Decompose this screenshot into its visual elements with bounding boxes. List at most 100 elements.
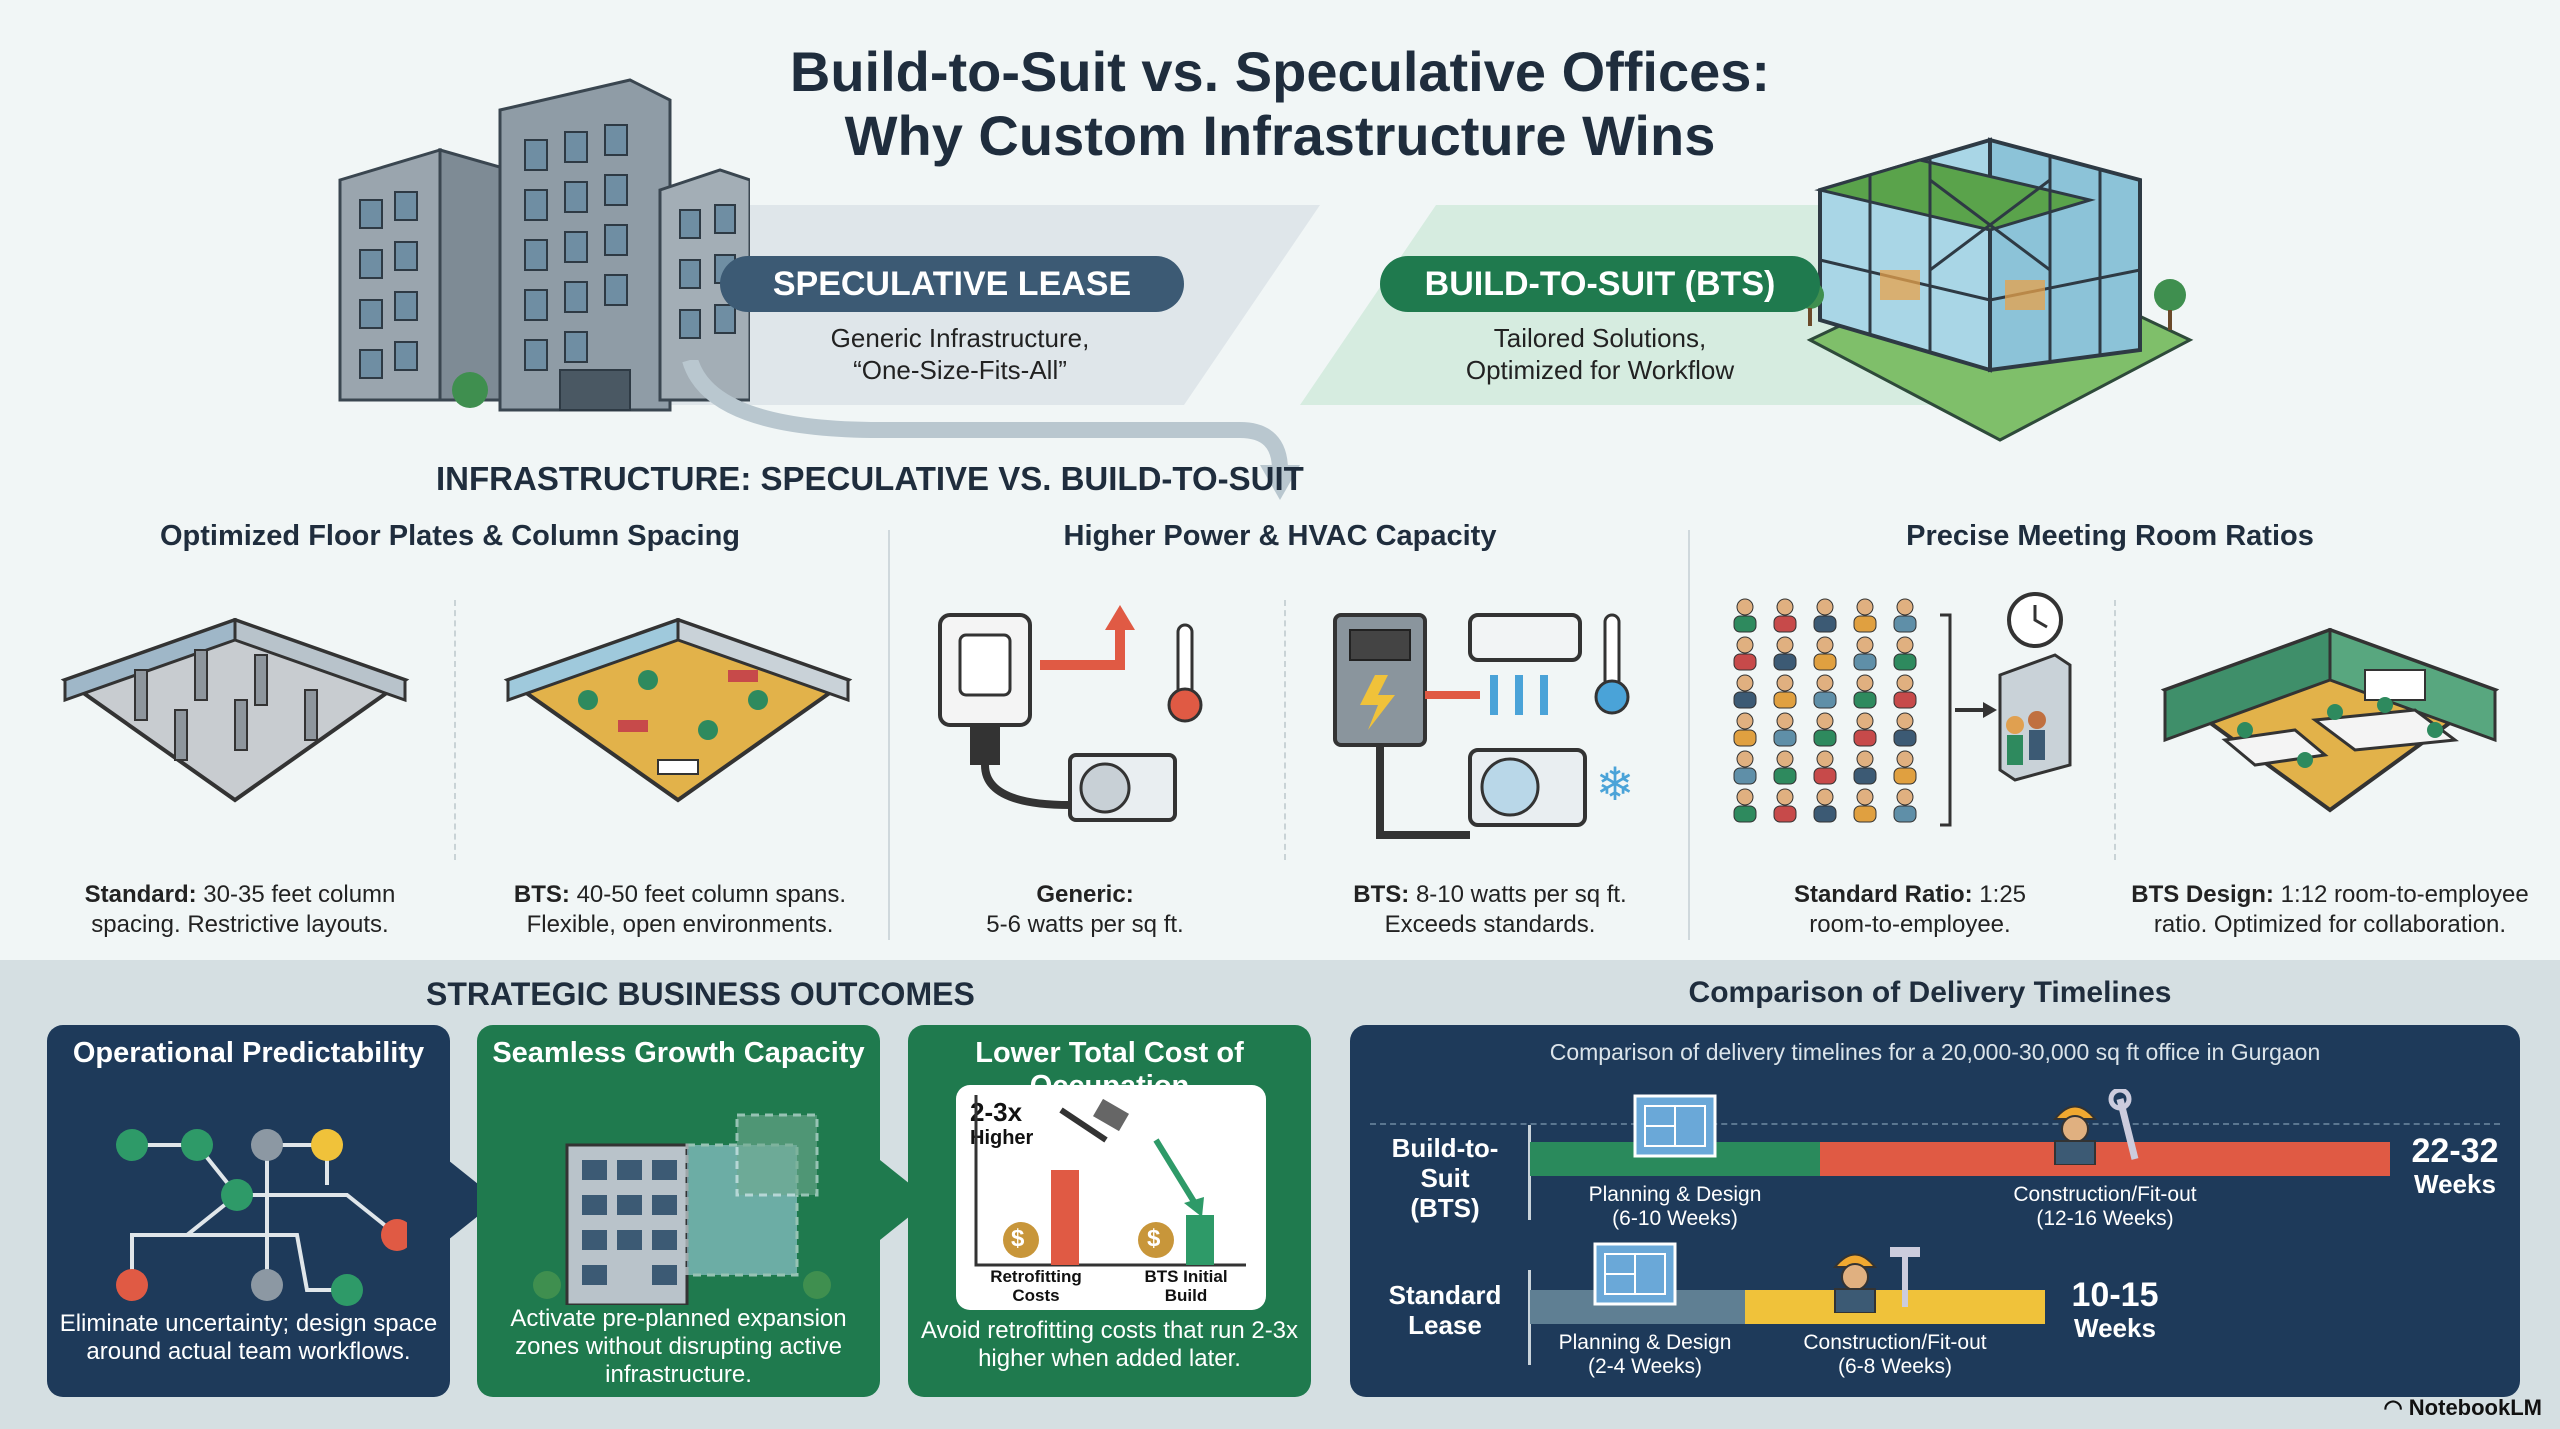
construction-worker-icon xyxy=(2052,1089,2139,1165)
flow-arrow-icon xyxy=(682,360,1300,500)
expansion-building-icon xyxy=(533,1113,831,1305)
caption-standard-ratio: Standard Ratio: 1:25 room-to-employee. xyxy=(1710,880,2110,940)
money-bag-icon: $ xyxy=(1147,1225,1161,1252)
notebooklm-icon: ◠ xyxy=(2383,1395,2409,1420)
row-label-bts: Build-to-Suit (BTS) xyxy=(1370,1133,1520,1223)
phase-label: Construction/Fit-out xyxy=(2013,1183,2197,1206)
blueprint-icon xyxy=(1633,1094,1717,1158)
person-icon xyxy=(1856,712,1874,730)
person-icon xyxy=(1776,636,1794,654)
speculative-lease-label: SPECULATIVE LEASE xyxy=(720,256,1184,312)
person-icon xyxy=(1776,788,1794,806)
workflow-diagram-icon xyxy=(116,1129,407,1306)
outcome-card-cost: Lower Total Cost of Occupation 2-3x High… xyxy=(908,1025,1311,1397)
person-icon xyxy=(1816,636,1834,654)
person-body xyxy=(1893,767,1917,785)
person-body xyxy=(1733,653,1757,671)
phase-duration: (6-8 Weeks) xyxy=(1838,1355,1952,1378)
caption-bold: Standard Ratio: xyxy=(1793,881,1973,908)
phase-duration: (6-10 Weeks) xyxy=(1612,1207,1738,1230)
person-body xyxy=(1773,691,1797,709)
cost-badge-label: Higher xyxy=(970,1127,1034,1149)
brand-name: NotebookLM xyxy=(2408,1395,2542,1420)
construction-worker-icon xyxy=(1832,1247,1920,1313)
phase-label: Planning & Design xyxy=(1558,1331,1732,1354)
title-line-1: Build-to-Suit vs. Speculative Offices: xyxy=(789,40,1771,103)
person-body xyxy=(1813,805,1837,823)
standard-meeting-ratio-illustration xyxy=(1733,592,2072,827)
speculative-desc-line-1: Generic Infrastructure, xyxy=(830,323,1090,353)
standard-construction-label: Construction/Fit-out (6-8 Weeks) xyxy=(1750,1331,2040,1379)
person-icon xyxy=(1896,674,1914,692)
money-bag-icon: $ xyxy=(1011,1225,1025,1252)
timeline-panel: Comparison of delivery timelines for a 2… xyxy=(1350,1025,2520,1397)
caption-bts-ratio: BTS Design: 1:12 room-to-employee ratio.… xyxy=(2120,880,2540,940)
person-icon xyxy=(1856,788,1874,806)
caption-generic-power: Generic: 5-6 watts per sq ft. xyxy=(900,880,1270,940)
chevron-right-icon xyxy=(880,1160,930,1240)
person-body xyxy=(1733,729,1757,747)
person-icon xyxy=(1856,674,1874,692)
blueprint-icon xyxy=(1593,1242,1677,1306)
card-title: Operational Predictability xyxy=(72,1037,425,1069)
bts-label: BUILD-TO-SUIT (BTS) xyxy=(1380,256,1820,312)
person-icon xyxy=(1736,788,1754,806)
person-icon xyxy=(1856,598,1874,616)
row-label-line: (BTS) xyxy=(1410,1193,1480,1223)
person-icon xyxy=(1896,598,1914,616)
column-divider xyxy=(888,530,890,940)
phase-duration: (12-16 Weeks) xyxy=(2036,1207,2174,1230)
dashed-divider xyxy=(1284,600,1286,860)
person-body xyxy=(1893,691,1917,709)
phase-label: Planning & Design xyxy=(1588,1183,1762,1206)
caption-bold: BTS: xyxy=(513,881,570,908)
person-icon xyxy=(1736,598,1754,616)
caption-bts-spacing: BTS: 40-50 feet column spans. Flexible, … xyxy=(480,880,880,940)
bts-desc-line-1: Tailored Solutions, xyxy=(1493,323,1707,353)
person-body xyxy=(1813,615,1837,633)
caption-text: Flexible, open environments. xyxy=(526,911,834,938)
person-body xyxy=(1853,653,1877,671)
outcome-card-predictability: Operational Predictability Eliminate unc… xyxy=(47,1025,450,1397)
timeline-divider xyxy=(1370,1123,2500,1125)
row-label-line: Lease xyxy=(1408,1310,1482,1340)
person-icon xyxy=(1816,788,1834,806)
person-body xyxy=(1893,729,1917,747)
bts-construction-label: Construction/Fit-out (12-16 Weeks) xyxy=(1960,1183,2250,1231)
person-body xyxy=(1893,805,1917,823)
person-icon xyxy=(1896,712,1914,730)
person-body xyxy=(1733,691,1757,709)
person-icon xyxy=(1816,674,1834,692)
caption-text: 40-50 feet column spans. xyxy=(569,881,847,908)
column-title-floor-plates: Optimized Floor Plates & Column Spacing xyxy=(159,520,741,552)
person-icon xyxy=(1736,712,1754,730)
standard-floor-plan-illustration xyxy=(60,617,410,803)
phase-label: Construction/Fit-out xyxy=(1803,1331,1987,1354)
bts-planning-label: Planning & Design (6-10 Weeks) xyxy=(1530,1183,1820,1231)
bts-description: Tailored Solutions, Optimized for Workfl… xyxy=(1400,322,1800,386)
cost-chart-panel: 2-3x Higher $ $ Retrofitting Costs BTS I… xyxy=(956,1085,1266,1310)
caption-text: 5-6 watts per sq ft. xyxy=(986,911,1184,938)
cost-badge-value: 2-3x xyxy=(970,1097,1023,1127)
person-body xyxy=(1733,767,1757,785)
bts-desc-line-2: Optimized for Workflow xyxy=(1465,355,1735,385)
person-body xyxy=(1813,729,1837,747)
column-title-power-hvac: Higher Power & HVAC Capacity xyxy=(1063,520,1497,552)
person-icon xyxy=(1736,674,1754,692)
caption-standard-spacing: Standard: 30-35 feet column spacing. Res… xyxy=(40,880,440,940)
person-icon xyxy=(1896,636,1914,654)
person-icon xyxy=(1776,674,1794,692)
person-body xyxy=(1773,767,1797,785)
total-value: 22-32 xyxy=(2411,1132,2499,1170)
person-icon xyxy=(1776,598,1794,616)
card-title: Seamless Growth Capacity xyxy=(492,1037,865,1069)
person-icon xyxy=(1736,636,1754,654)
person-icon xyxy=(1776,712,1794,730)
card-text: Eliminate uncertainty; design space arou… xyxy=(59,1310,438,1365)
page-title: Build-to-Suit vs. Speculative Offices: W… xyxy=(560,40,2000,168)
caption-text: 30-35 feet column xyxy=(196,881,396,908)
row-axis xyxy=(1528,1270,1531,1365)
caption-text: 1:25 xyxy=(1972,881,2027,908)
generic-power-hvac-illustration xyxy=(938,605,1203,822)
person-icon xyxy=(1896,788,1914,806)
